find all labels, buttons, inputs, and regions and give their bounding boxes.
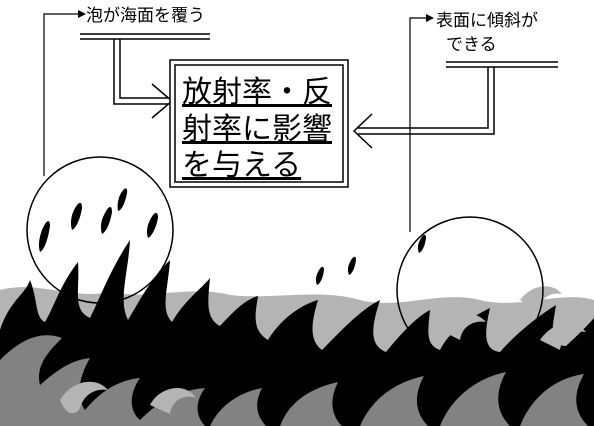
center-text-line-3: を与える — [182, 148, 301, 183]
center-box — [169, 59, 349, 188]
left-label-underline — [80, 33, 210, 40]
left-connector-arrow — [113, 39, 174, 119]
center-text-line-1: 放射率・反 — [182, 75, 332, 110]
right-label-line-2: できる — [446, 35, 497, 55]
ocean-wave-illustration — [0, 188, 594, 426]
left-magnifier-circle — [26, 156, 174, 304]
right-magnifier-circle — [396, 216, 544, 364]
right-label-line-1: 表面に傾斜が — [436, 11, 538, 31]
left-leader-arrowhead — [78, 10, 86, 18]
right-connector-arrow — [352, 67, 495, 149]
center-text-line-2: 射率に影響 — [182, 112, 332, 147]
left-label: 泡が海面を覆う — [86, 6, 205, 26]
right-label-underline — [446, 61, 558, 68]
right-leader-line — [409, 17, 426, 232]
left-leader-line — [43, 13, 78, 176]
right-leader-arrowhead — [426, 14, 434, 22]
